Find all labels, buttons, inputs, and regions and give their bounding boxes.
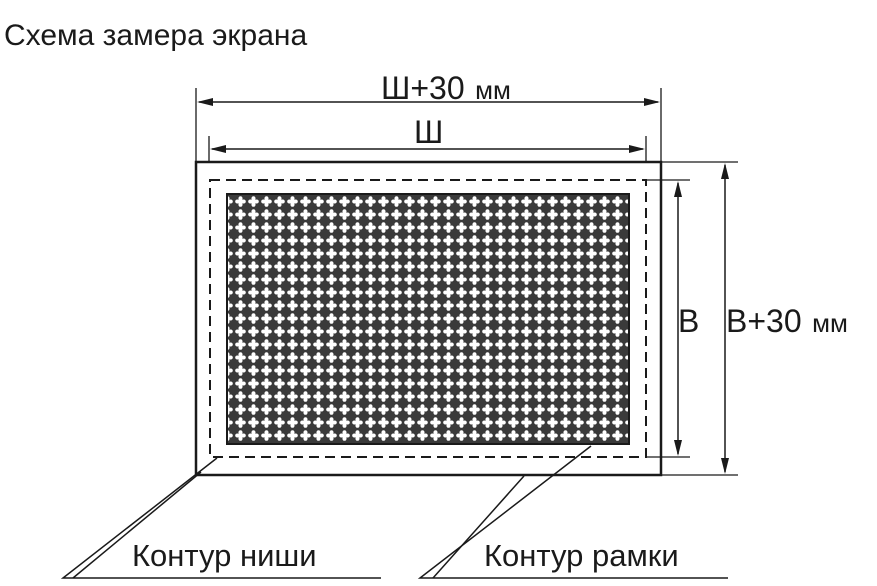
niche-outline: [194, 160, 663, 477]
niche-callout: Контур ниши: [60, 457, 381, 579]
inner-width-label: Ш: [414, 114, 443, 150]
outer-width-dimension: Ш+30 мм: [195, 70, 662, 162]
inner-width-dimension: Ш: [208, 114, 647, 162]
outer-height-dimension: В+30 мм: [661, 161, 848, 476]
inner-height-label: В: [678, 303, 699, 339]
frame-callout-label: Контур рамки: [484, 538, 679, 573]
outer-width-unit: мм: [475, 75, 511, 105]
outer-height-unit: мм: [812, 308, 848, 338]
svg-text:В+30 мм: В+30 мм: [726, 303, 848, 339]
outer-height-label: В+30: [726, 303, 802, 339]
frame-outline-dashed: [209, 179, 647, 458]
outer-width-label: Ш+30: [381, 70, 465, 106]
svg-text:Ш+30 мм: Ш+30 мм: [381, 70, 511, 106]
frame-callout: Контур рамки: [417, 445, 728, 579]
screen-lattice-panel: [226, 193, 630, 445]
page-title: Схема замера экрана: [4, 19, 307, 52]
inner-height-dimension: В: [646, 179, 699, 458]
niche-callout-label: Контур ниши: [132, 538, 317, 573]
